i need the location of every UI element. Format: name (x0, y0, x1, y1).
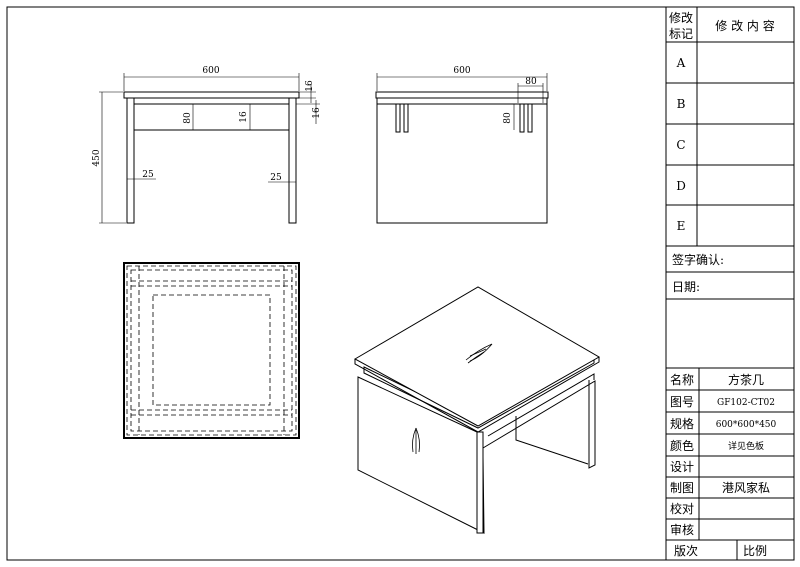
side-slot-right-a (519, 103, 525, 133)
rev-header-content: 修 改 内 容 (715, 18, 774, 33)
front-left-leg (126, 97, 135, 224)
side-panel (376, 97, 548, 224)
top-outline (123, 262, 300, 439)
row-label: 图号 (670, 395, 694, 409)
row-value: 600*600*450 (716, 420, 777, 430)
row-value: 详见色板 (728, 440, 764, 452)
front-top-thickness-dim: 16 (305, 80, 315, 92)
front-left-leg-dim: 25 (142, 170, 154, 180)
side-slot-right-b (527, 103, 533, 133)
leaf-logo-icon (412, 427, 420, 454)
front-apron-height-dim: 80 (183, 112, 193, 124)
rev-header-mark-line2: 标记 (669, 27, 693, 41)
side-slot-left-b (403, 103, 409, 133)
row-label: 制图 (670, 481, 694, 495)
row-label: 校对 (670, 501, 694, 516)
leaf-logo-icon (465, 343, 493, 364)
top-view (123, 262, 300, 439)
row-label: 审核 (670, 522, 694, 537)
rev-mark: C (676, 138, 685, 152)
row-value: GF102-CT02 (717, 398, 775, 408)
side-slot-width-dim: 80 (525, 77, 537, 87)
front-height-dim: 450 (92, 149, 102, 166)
side-width-dim: 600 (453, 66, 470, 76)
front-right-leg-dim: 25 (270, 173, 282, 183)
row-label: 设计 (670, 460, 694, 474)
version-label: 版次 (674, 544, 698, 558)
front-apron-thickness-dim: 16 (239, 111, 249, 123)
side-tabletop (375, 91, 549, 99)
front-side-thickness-dim: 16 (312, 107, 322, 119)
row-label: 规格 (670, 416, 694, 431)
isometric-view (353, 286, 601, 534)
front-apron (133, 103, 290, 131)
top-inner-shelf (152, 294, 271, 406)
front-tabletop (123, 91, 300, 99)
side-slot-left-a (395, 103, 401, 133)
rev-mark: B (677, 97, 686, 111)
rev-mark: D (676, 179, 686, 193)
row-label: 名称 (670, 372, 694, 387)
side-view (375, 73, 549, 224)
date-label: 日期: (672, 280, 700, 294)
row-label: 颜色 (670, 438, 694, 453)
front-right-leg (288, 97, 297, 224)
side-slot-depth-dim: 80 (503, 112, 513, 124)
front-width-dim: 600 (202, 66, 219, 76)
rev-mark: A (676, 56, 686, 70)
scale-label: 比例 (743, 544, 767, 558)
rev-mark: E (677, 219, 686, 233)
front-shelf (133, 97, 290, 105)
rev-header-mark-line1: 修改 (669, 10, 693, 25)
title-block (665, 6, 795, 561)
row-value: 方茶几 (728, 372, 764, 387)
front-view (99, 73, 320, 224)
row-value: 港风家私 (722, 480, 770, 495)
sign-label: 签字确认: (672, 252, 724, 267)
